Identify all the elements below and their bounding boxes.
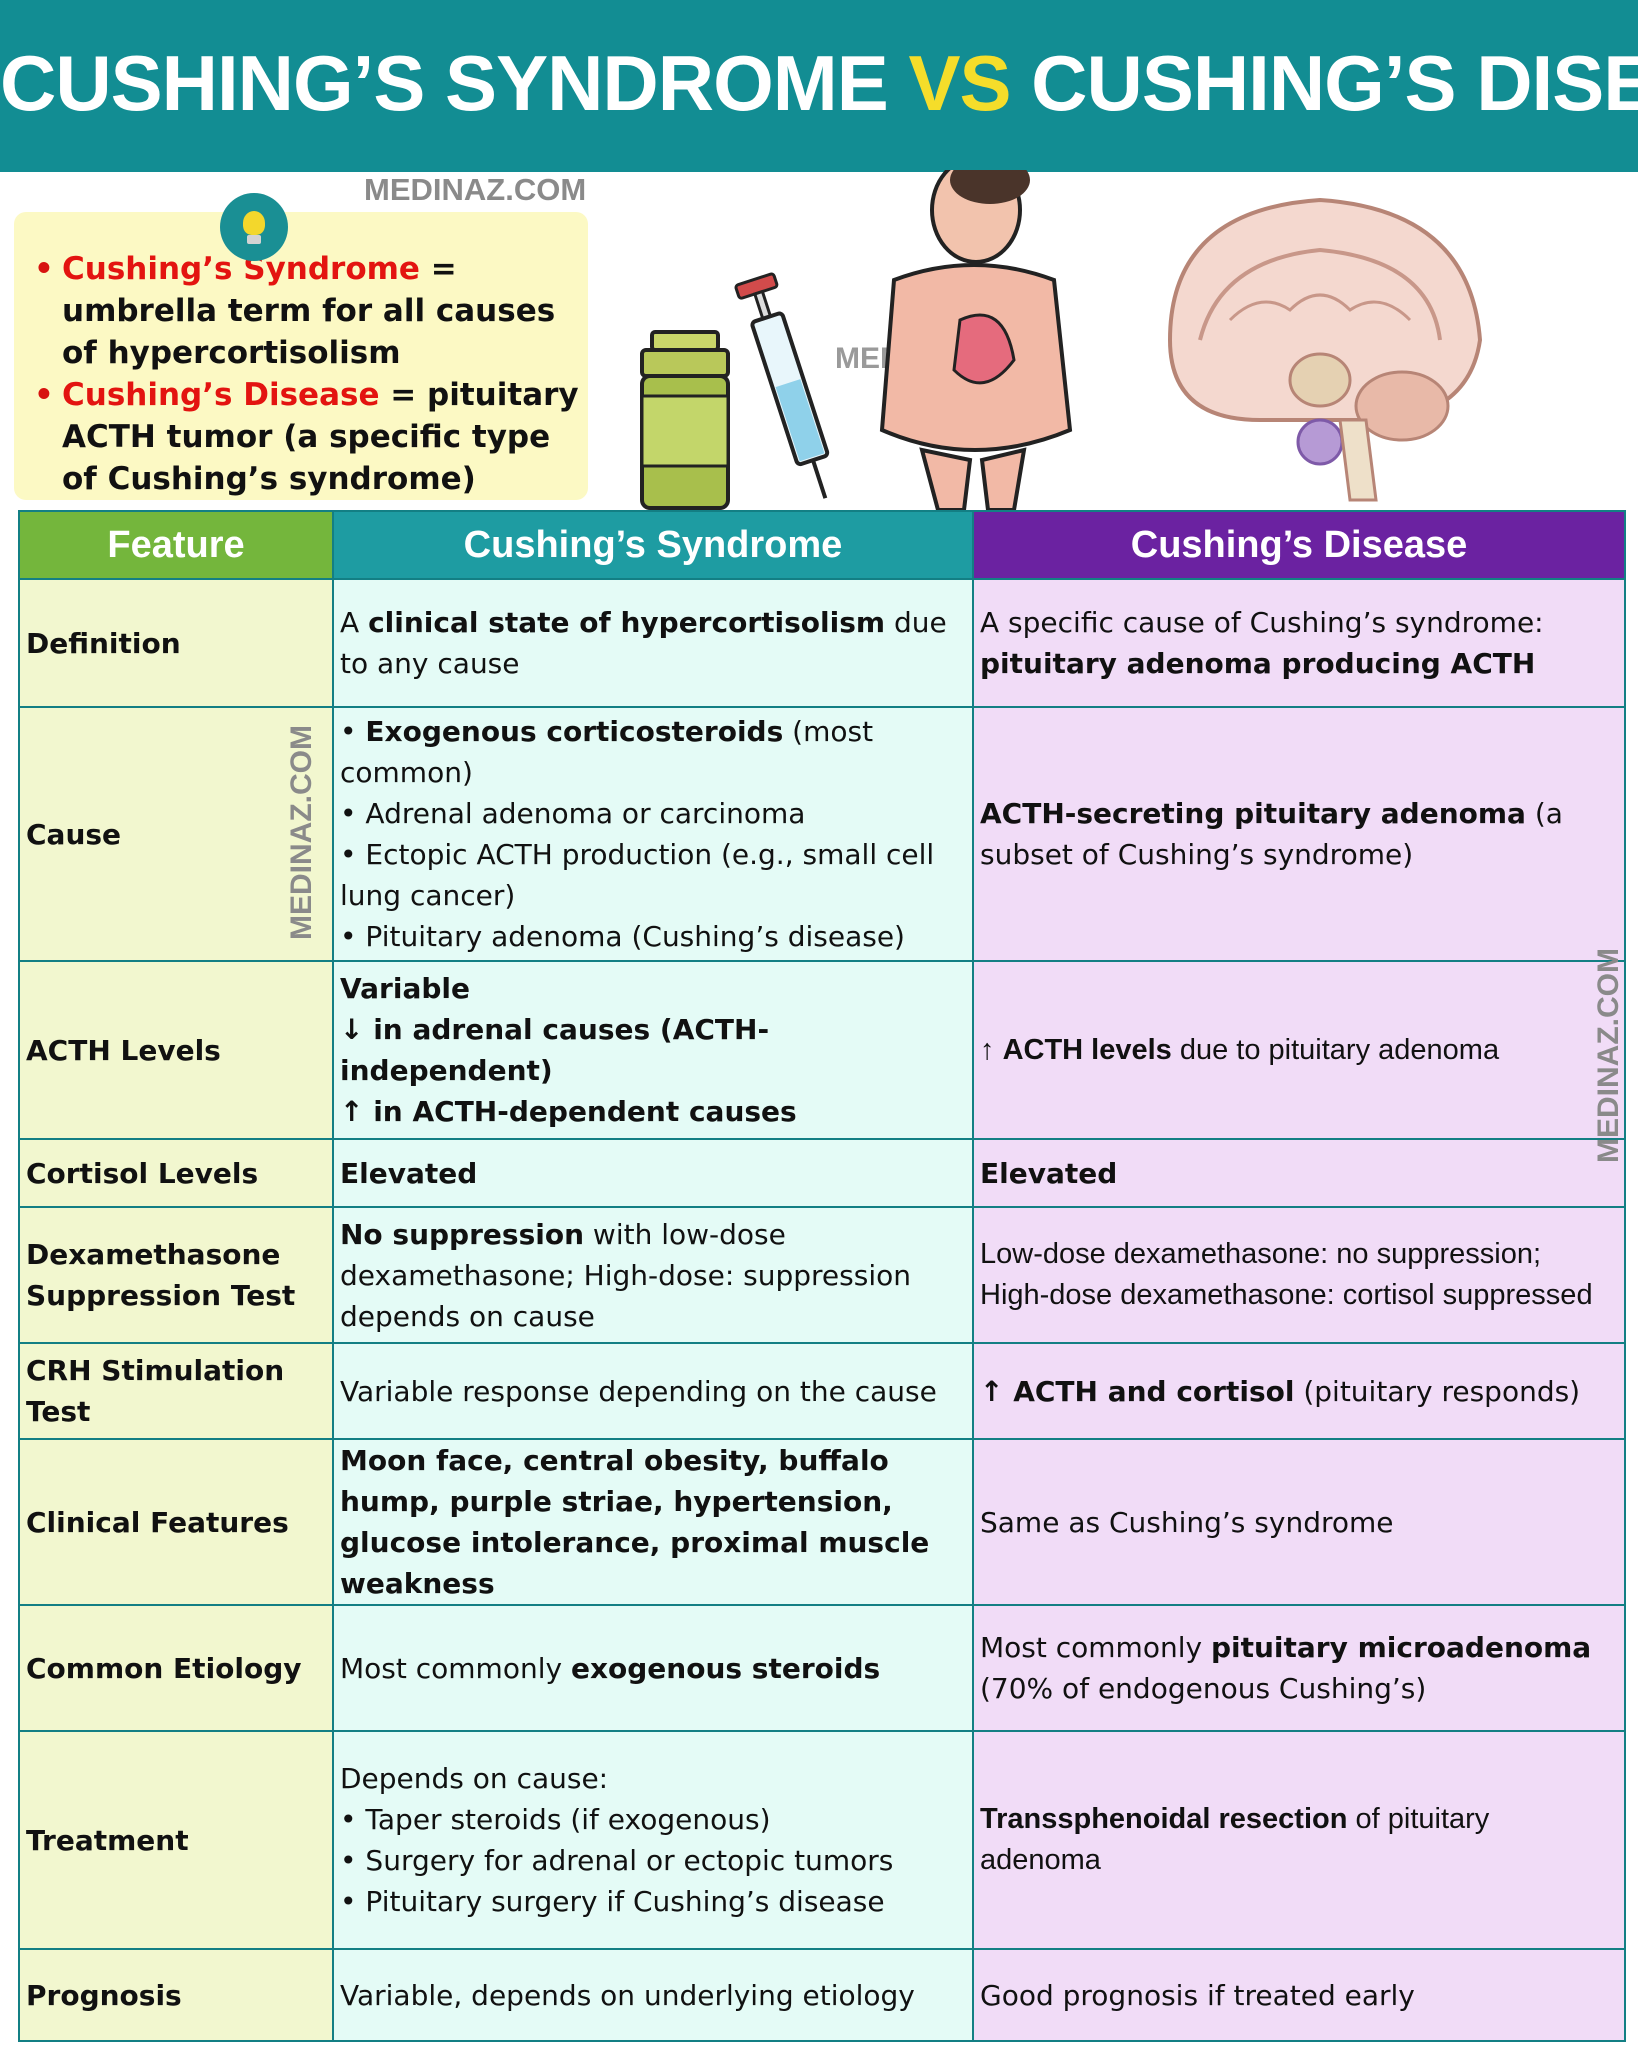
- disease-cell: ↑ ACTH and cortisol (pituitary responds): [972, 1342, 1626, 1440]
- feature-cell: Treatment: [18, 1730, 334, 1950]
- table-row: Clinical Features Moon face, central obe…: [18, 1438, 1626, 1606]
- feature-cell: Prognosis: [18, 1948, 334, 2042]
- disease-cell: Same as Cushing’s syndrome: [972, 1438, 1626, 1606]
- callout-bullet-syndrome: Cushing’s Syndrome = umbrella term for a…: [34, 248, 582, 374]
- feature-cell: Cortisol Levels: [18, 1138, 334, 1208]
- lightbulb-icon: [220, 193, 288, 261]
- table-row: ACTH Levels Variable ↓ in adrenal causes…: [18, 960, 1626, 1140]
- disease-cell: ACTH-secreting pituitary adenoma (a subs…: [972, 706, 1626, 962]
- col-header-disease: Cushing’s Disease: [972, 510, 1626, 580]
- brand-watermark-vertical-left: MEDINAZ.COM: [285, 725, 318, 940]
- title-banner: CUSHING’S SYNDROME VS CUSHING’S DISEASE: [0, 0, 1638, 172]
- table-row: Common Etiology Most commonly exogenous …: [18, 1604, 1626, 1732]
- page-title: CUSHING’S SYNDROME VS CUSHING’S DISEASE: [0, 38, 1638, 129]
- syndrome-cell: Elevated: [332, 1138, 974, 1208]
- comparison-table: Feature Cushing’s Syndrome Cushing’s Dis…: [18, 510, 1626, 2042]
- disease-cell: Low-dose dexamethasone: no suppression; …: [972, 1206, 1626, 1344]
- syndrome-cell: A clinical state of hypercortisolism due…: [332, 578, 974, 708]
- brain-pituitary-icon: [1167, 197, 1483, 502]
- syndrome-cell: Depends on cause: • Taper steroids (if e…: [332, 1730, 974, 1950]
- feature-cell: Cause: [18, 706, 334, 962]
- table-row: Cortisol Levels Elevated Elevated: [18, 1138, 1626, 1208]
- disease-cell: Good prognosis if treated early: [972, 1948, 1626, 2042]
- syndrome-cell: Variable response depending on the cause: [332, 1342, 974, 1440]
- title-vs: VS: [908, 39, 1011, 127]
- syndrome-cell: Variable, depends on underlying etiology: [332, 1948, 974, 2042]
- disease-cell: ↑ ACTH levels due to pituitary adenoma: [972, 960, 1626, 1140]
- disease-cell: Transsphenoidal resection of pituitary a…: [972, 1730, 1626, 1950]
- title-disease: CUSHING’S DISEASE: [1031, 39, 1638, 127]
- callout-bullet-disease: Cushing’s Disease = pituitary ACTH tumor…: [34, 374, 582, 500]
- feature-cell: Clinical Features: [18, 1438, 334, 1606]
- brand-watermark-top: MEDINAZ.COM: [364, 172, 587, 207]
- syndrome-cell: • Exogenous corticosteroids (most common…: [332, 706, 974, 962]
- col-header-feature: Feature: [18, 510, 334, 580]
- table-row: Cause • Exogenous corticosteroids (most …: [18, 706, 1626, 962]
- table-header-row: Feature Cushing’s Syndrome Cushing’s Dis…: [18, 510, 1626, 580]
- table-row: Dexamethasone Suppression Test No suppre…: [18, 1206, 1626, 1344]
- title-syndrome: CUSHING’S SYNDROME: [0, 39, 889, 127]
- table-row: Treatment Depends on cause: • Taper ster…: [18, 1730, 1626, 1950]
- syndrome-cell: Most commonly exogenous steroids: [332, 1604, 974, 1732]
- disease-cell: Elevated: [972, 1138, 1626, 1208]
- feature-cell: Dexamethasone Suppression Test: [18, 1206, 334, 1344]
- table-row: CRH Stimulation Test Variable response d…: [18, 1342, 1626, 1440]
- syndrome-cell: No suppression with low-dose dexamethaso…: [332, 1206, 974, 1344]
- feature-cell: Definition: [18, 578, 334, 708]
- pill-bottle-icon: [640, 330, 730, 510]
- disease-cell: A specific cause of Cushing’s syndrome: …: [972, 578, 1626, 708]
- definition-callout: Cushing’s Syndrome = umbrella term for a…: [14, 212, 588, 500]
- syndrome-cell: Moon face, central obesity, buffalo hump…: [332, 1438, 974, 1606]
- feature-cell: CRH Stimulation Test: [18, 1342, 334, 1440]
- brand-watermark-vertical-right: MEDINAZ.COM: [1592, 948, 1625, 1163]
- syringe-icon: [734, 272, 830, 499]
- feature-cell: ACTH Levels: [18, 960, 334, 1140]
- feature-cell: Common Etiology: [18, 1604, 334, 1732]
- syndrome-cell: Variable ↓ in adrenal causes (ACTH-indep…: [332, 960, 974, 1140]
- disease-cell: Most commonly pituitary microadenoma (70…: [972, 1604, 1626, 1732]
- obese-patient-icon: [879, 170, 1073, 510]
- table-row: Prognosis Variable, depends on underlyin…: [18, 1948, 1626, 2042]
- table-row: Definition A clinical state of hypercort…: [18, 578, 1626, 708]
- col-header-syndrome: Cushing’s Syndrome: [332, 510, 974, 580]
